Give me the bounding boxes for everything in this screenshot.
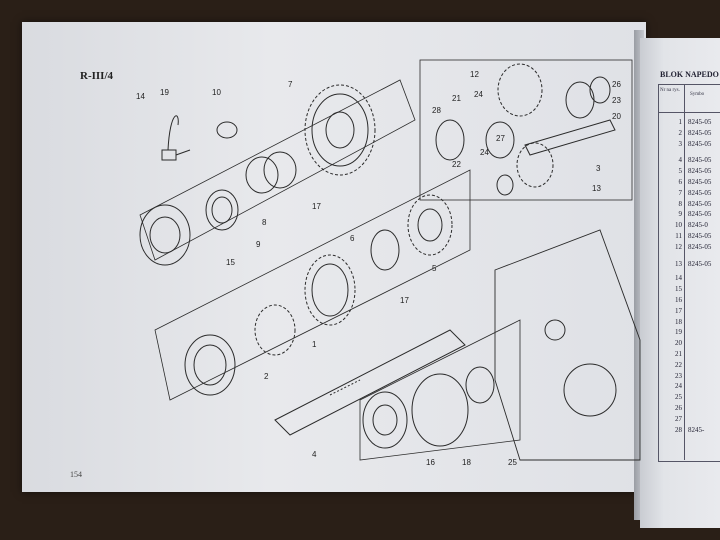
table-row-number: 7: [678, 188, 683, 197]
callout-10: 10: [212, 88, 221, 97]
right-page: [640, 38, 720, 528]
table-row-code: 8245-05: [688, 139, 712, 148]
callout-8: 8: [262, 218, 267, 227]
callout-28: 28: [432, 106, 441, 115]
table-row-number: 3: [678, 139, 683, 148]
table-row-number: 4: [678, 156, 683, 165]
parts-table: [658, 84, 720, 462]
table-row-number: 21: [675, 350, 682, 358]
callout-17-top: 17: [312, 202, 321, 211]
table-row-number: 23: [675, 371, 682, 380]
left-page: [22, 22, 646, 492]
callout-5: 5: [432, 264, 437, 273]
callout-2: 2: [264, 372, 269, 381]
column-header-symbol: Symbo: [690, 92, 705, 97]
table-row-number: 27: [675, 414, 682, 423]
callout-16: 16: [426, 458, 435, 467]
callout-9: 9: [256, 240, 261, 249]
callout-22: 22: [452, 160, 461, 169]
table-row-number: 18: [675, 317, 682, 326]
table-row-number: 28: [675, 425, 682, 434]
callout-6: 6: [350, 234, 355, 243]
callout-24-bottom: 24: [480, 148, 489, 157]
callout-21: 21: [452, 94, 461, 103]
table-row-number: 14: [675, 274, 682, 283]
callout-24-top: 24: [474, 90, 483, 99]
table-row-number: 25: [675, 393, 682, 402]
table-row-number: 22: [675, 360, 682, 369]
callout-14: 14: [136, 92, 145, 101]
callout-20: 20: [612, 112, 621, 121]
table-row-code: 8245-05: [688, 242, 712, 251]
table-row-code: 8245-05: [688, 178, 712, 186]
table-row-number: 26: [675, 404, 682, 412]
table-row-number: 2: [678, 128, 683, 137]
callout-12: 12: [470, 70, 479, 79]
table-row-code: 8245-05: [688, 232, 712, 240]
table-row-number: 9: [678, 210, 683, 219]
table-row-number: 13: [675, 259, 682, 268]
table-row-code: 8245-05: [688, 128, 712, 137]
callout-27: 27: [496, 134, 505, 143]
column-header-number: Nr na rys.: [660, 88, 680, 93]
table-row-number: 19: [675, 328, 682, 337]
parts-table-title: BLOK NAPEDO: [660, 70, 719, 79]
callout-3: 3: [596, 164, 601, 173]
book-gutter: [634, 30, 644, 520]
table-row-number: 6: [678, 178, 683, 186]
table-row-number: 5: [678, 167, 683, 176]
callout-23: 23: [612, 96, 621, 105]
table-row-number: 8: [678, 199, 683, 208]
table-header-divider: [658, 112, 720, 113]
table-row-number: 17: [675, 306, 682, 315]
table-row-code: 8245-0: [688, 221, 708, 230]
table-row-number: 10: [675, 221, 682, 230]
table-row-number: 11: [675, 232, 682, 240]
table-row-number: 15: [675, 285, 682, 294]
page-number: 154: [70, 470, 82, 479]
callout-18: 18: [462, 458, 471, 467]
callout-1: 1: [312, 340, 317, 349]
table-row-code: 8245-05: [688, 210, 712, 219]
table-row-code: 8245-: [688, 425, 705, 434]
callout-25: 25: [508, 458, 517, 467]
callout-7: 7: [288, 80, 293, 89]
table-row-code: 8245-05: [688, 188, 712, 197]
callout-26: 26: [612, 80, 621, 89]
table-row-code: 8245-05: [688, 167, 712, 176]
table-row-number: 16: [675, 296, 682, 304]
table-row-code: 8245-05: [688, 259, 712, 268]
table-column-divider: [684, 84, 685, 460]
table-row-code: 8245-05: [688, 199, 712, 208]
table-row-number: 20: [675, 339, 682, 348]
callout-4: 4: [312, 450, 317, 459]
callout-13: 13: [592, 184, 601, 193]
table-row-number: 1: [678, 118, 683, 126]
table-row-number: 24: [675, 382, 682, 391]
callout-15: 15: [226, 258, 235, 267]
callout-17-mid: 17: [400, 296, 409, 305]
callout-19: 19: [160, 88, 169, 97]
table-row-number: 12: [675, 242, 682, 251]
table-row-code: 8245-05: [688, 118, 712, 126]
plate-title: R-III/4: [80, 70, 114, 82]
table-row-code: 8245-05: [688, 156, 712, 165]
